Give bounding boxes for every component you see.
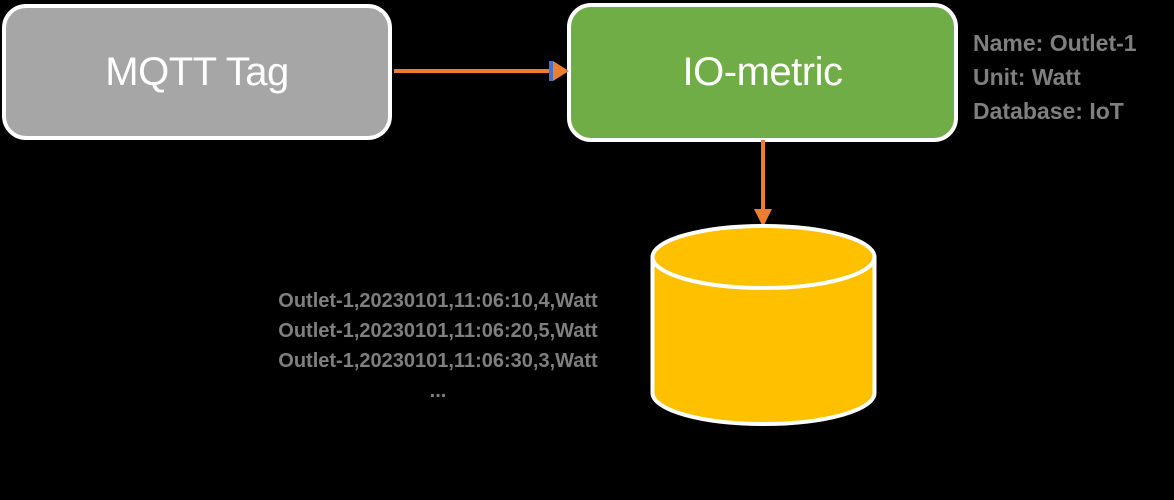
data-record-line: Outlet-1,20230101,11:06:10,4,Watt xyxy=(278,290,598,312)
arrow-right-head-icon xyxy=(553,61,569,81)
database-cylinder-top xyxy=(650,224,877,290)
arrowhead-accent-bar xyxy=(549,61,553,81)
metric-property-name: Name: Outlet-1 xyxy=(973,30,1137,56)
node-io-metric-label: IO-metric xyxy=(682,50,843,94)
data-record-line: Outlet-1,20230101,11:06:30,3,Watt xyxy=(278,350,598,372)
arrow-down-head-icon xyxy=(754,209,772,227)
data-record-line: Outlet-1,20230101,11:06:20,5,Watt xyxy=(278,320,598,342)
arrow-iometric-to-database xyxy=(754,140,772,227)
metric-property-database: Database: IoT xyxy=(973,98,1124,124)
node-mqtt-tag: MQTT Tag xyxy=(2,4,392,140)
database-cylinder-body xyxy=(650,257,877,426)
metric-properties: Name: Outlet-1 Unit: Watt Database: IoT xyxy=(973,26,1137,128)
database-cylinder-icon xyxy=(650,224,877,426)
data-records-ellipsis: ... xyxy=(429,380,447,402)
arrow-mqtt-to-iometric xyxy=(394,61,569,81)
node-mqtt-tag-label: MQTT Tag xyxy=(105,49,289,94)
metric-property-unit: Unit: Watt xyxy=(973,64,1081,90)
data-records: Outlet-1,20230101,11:06:10,4,Watt Outlet… xyxy=(250,286,626,406)
